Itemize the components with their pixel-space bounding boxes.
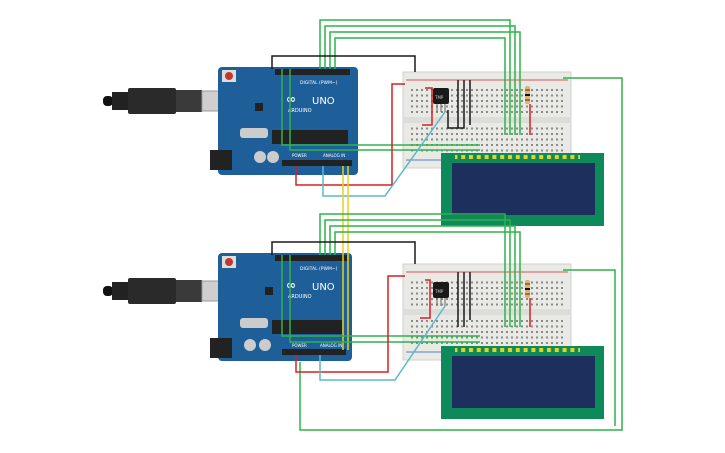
board-brand-text: ARDUINO [288,108,312,114]
wire-green [281,69,480,146]
wires [271,19,623,431]
wire-black [447,80,465,129]
wire-green [329,31,521,135]
arduino-board-top[interactable]: ∞ UNO ARDUINO DIGITAL (PWM~) POWER ANALO… [210,67,358,175]
usb-cable-top [103,88,227,114]
resistor-top[interactable] [525,86,530,104]
board-logo-symbol: ∞ [286,92,296,106]
wire-cyan [319,305,446,381]
sensor-label: TMP [434,95,444,100]
wire-black [271,241,416,264]
board-logo-text: UNO [312,282,335,293]
arduino-board-bottom[interactable]: ∞ UNO ARDUINO DIGITAL (PWM~) POWER ANALO… [210,253,352,361]
wire-cyan [322,111,446,197]
board-digital-label: DIGITAL (PWM~) [300,80,338,86]
wire-green [563,269,616,426]
board-brand-text: ARDUINO [288,294,312,300]
wire-green [319,19,511,135]
wire-red [295,275,405,373]
wire-green [289,69,480,151]
board-logo-text: UNO [312,96,335,107]
lcd-display-top[interactable] [441,153,604,226]
wire-red [420,279,431,319]
temperature-sensor-top[interactable]: TMP [433,88,449,112]
sensor-label: TMP [434,289,444,294]
wire-green [289,255,480,343]
board-power-label: POWER [292,343,307,348]
wire-red [422,87,433,126]
wire-green [324,25,516,135]
board-digital-label: DIGITAL (PWM~) [300,266,338,272]
wire-green [324,219,511,327]
board-analog-label: ANALOG IN [323,153,345,158]
usb-cable-bottom [103,278,227,304]
resistor-bottom[interactable] [525,280,530,298]
wire-green [281,255,480,337]
wire-green [319,213,506,327]
lcd-pins-top [455,155,580,159]
temperature-sensor-bottom[interactable]: TMP [433,282,449,306]
wire-black [271,55,416,72]
lcd-pins-bottom [455,348,580,352]
wire-green [329,225,516,327]
wire-green [299,77,623,431]
wire-green [334,37,506,135]
lcd-display-bottom[interactable] [441,346,604,419]
board-analog-label: ANALOG IN [320,343,342,348]
board-logo-symbol: ∞ [286,278,296,292]
board-power-label: POWER [292,153,307,158]
wire-green [334,231,521,327]
breadboard-bottom[interactable] [402,263,572,361]
